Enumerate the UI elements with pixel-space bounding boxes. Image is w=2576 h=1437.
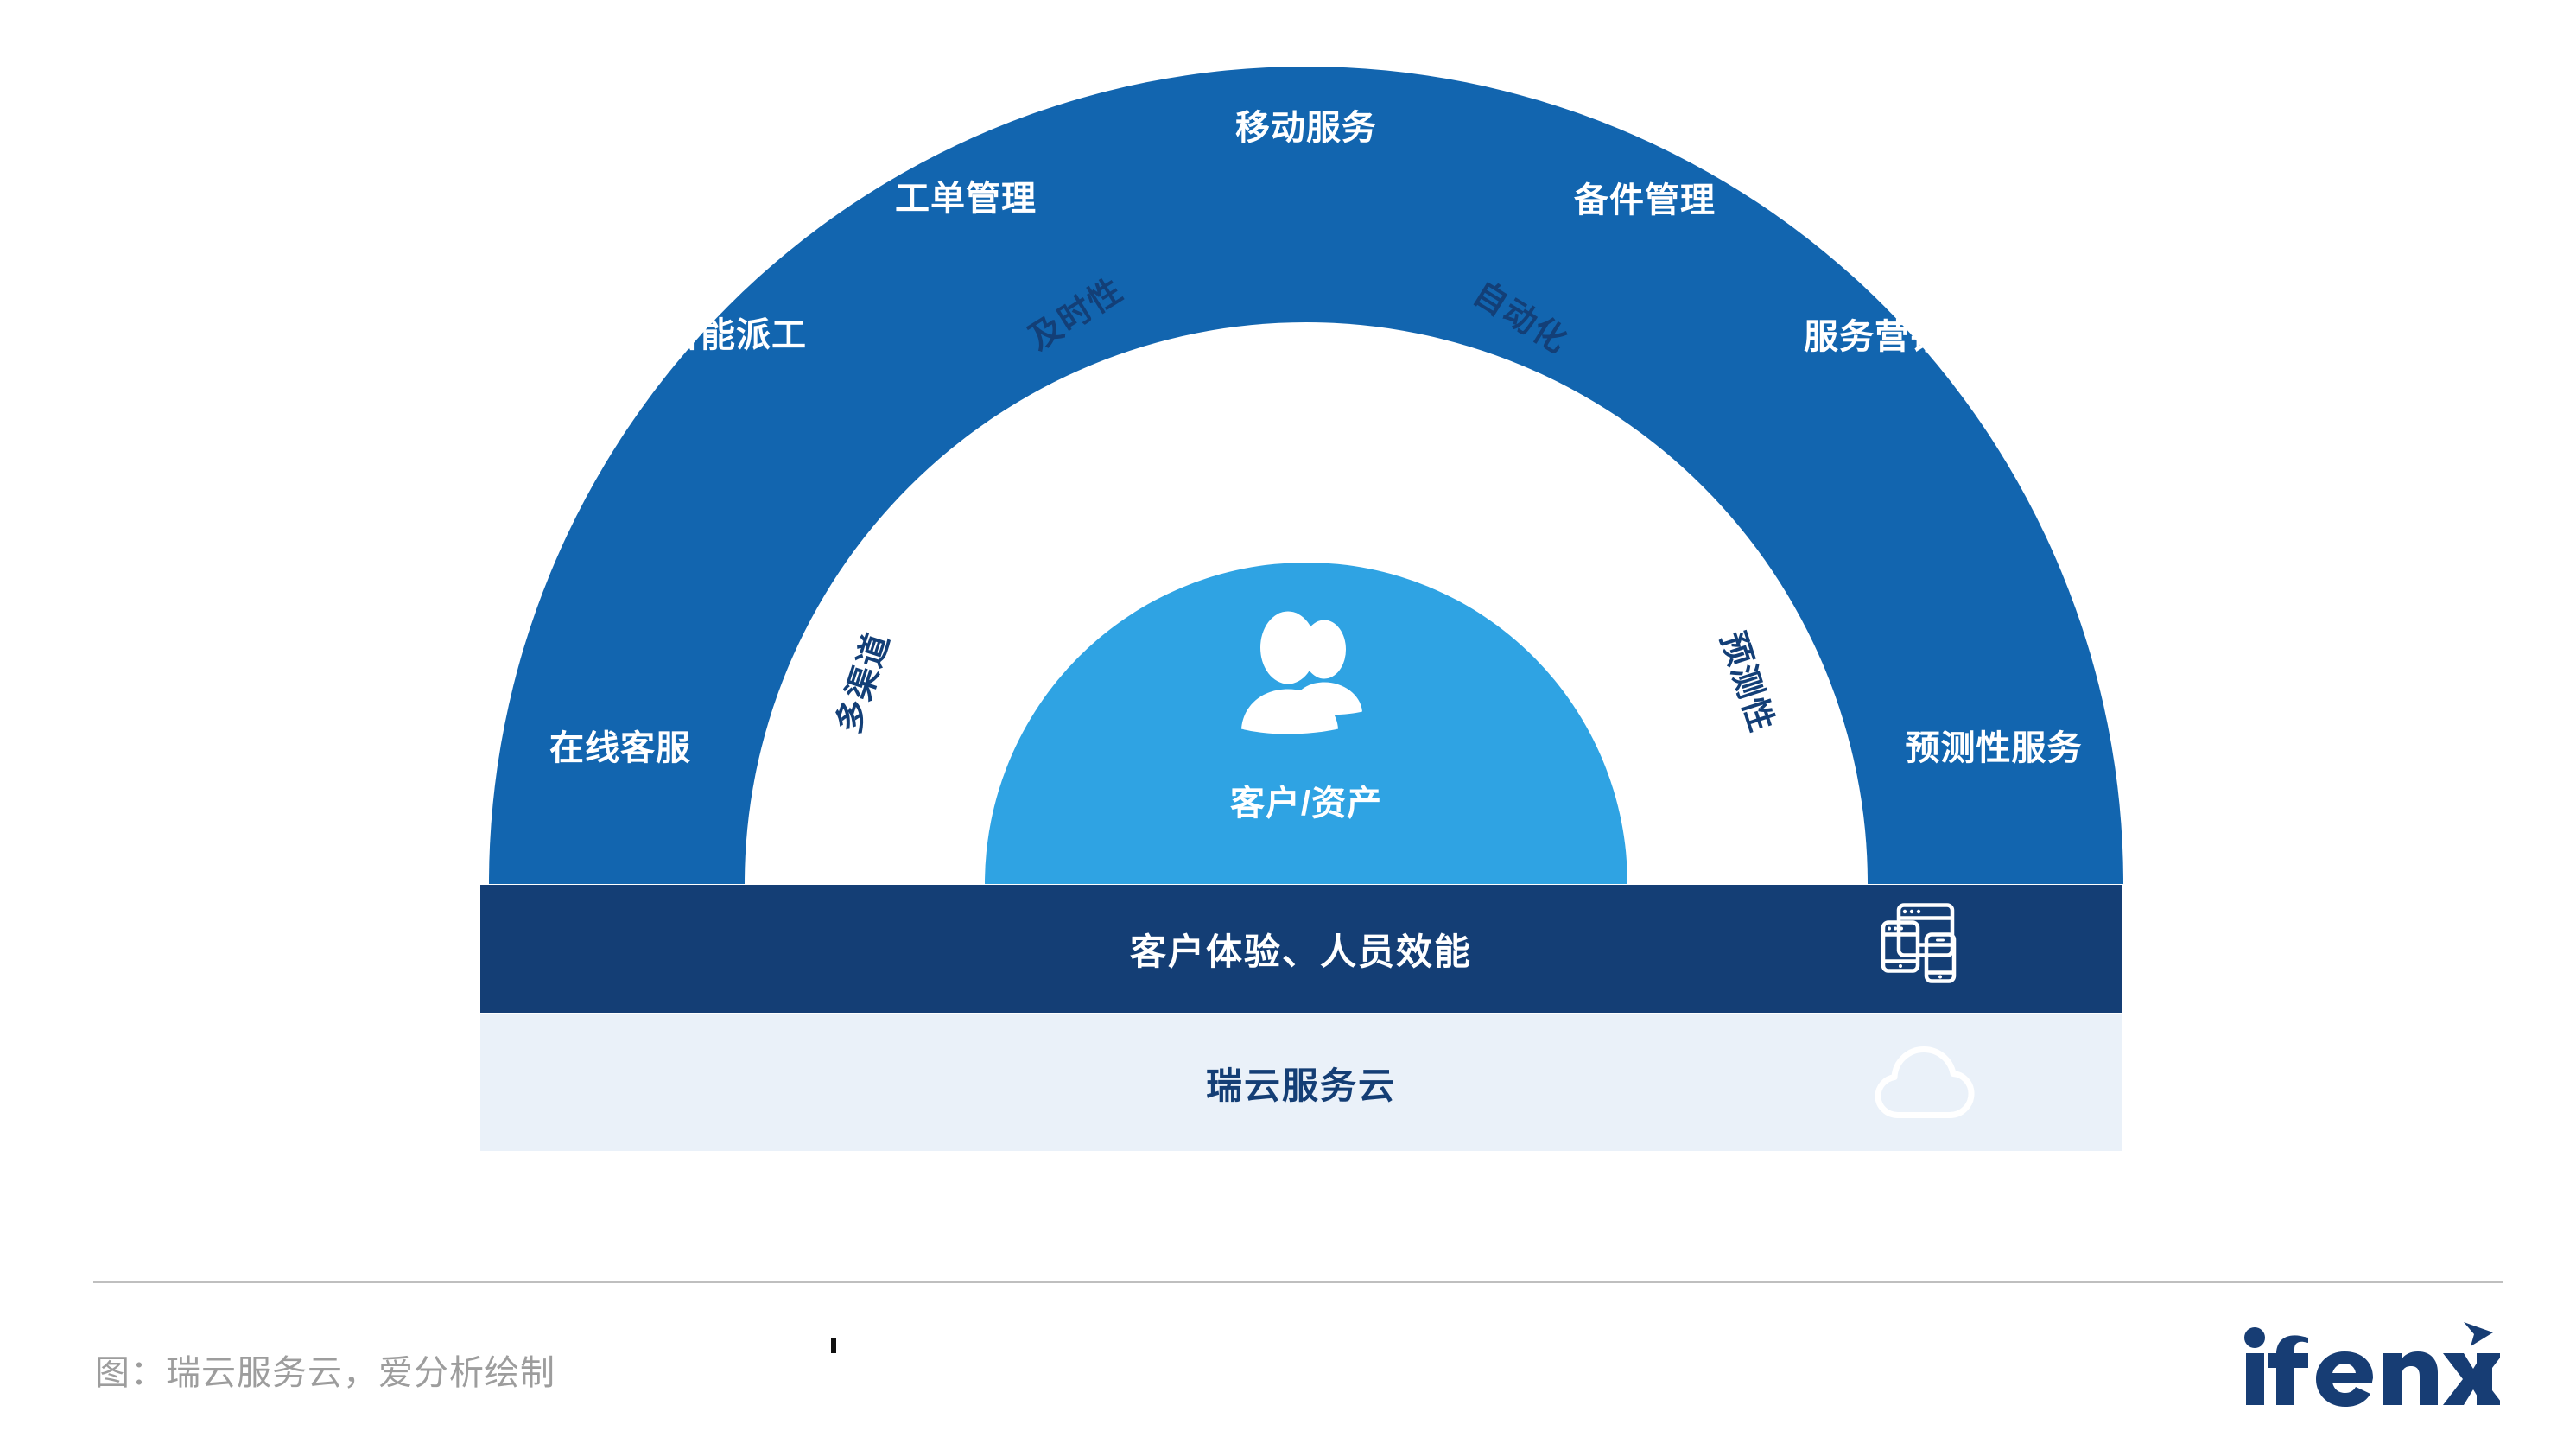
capability-bar-dark-label: 客户体验、人员效能 xyxy=(1129,931,1472,972)
outer-label-spare-parts-management: 备件管理 xyxy=(1574,181,1716,219)
users-icon-svg xyxy=(1241,611,1362,734)
outer-label-mobile-service: 移动服务 xyxy=(1235,109,1377,147)
capability-bar-light: 瑞云服务云 xyxy=(480,1014,2122,1151)
ifenxi-logo[interactable] xyxy=(2241,1320,2503,1418)
capability-bar-light-label: 瑞云服务云 xyxy=(1205,1065,1396,1106)
outer-label-work-order-management: 工单管理 xyxy=(895,180,1037,218)
cursor-caret xyxy=(831,1338,836,1353)
footer-divider xyxy=(93,1281,2503,1283)
outer-label-intelligent-dispatch: 智能派工 xyxy=(665,316,807,354)
cloud-icon-svg xyxy=(1875,1046,1975,1118)
core-label-customer-asset: 客户/资产 xyxy=(1229,785,1383,823)
multi-device-icon xyxy=(1876,902,1976,996)
outer-label-online-customer-service: 在线客服 xyxy=(549,729,691,767)
source-caption: 图：瑞云服务云，爱分析绘制 xyxy=(95,1354,555,1392)
capability-bar-dark: 客户体验、人员效能 xyxy=(480,885,2122,1013)
ifenxi-logo-svg xyxy=(2244,1322,2503,1407)
outer-label-service-marketing: 服务营销 xyxy=(1804,318,1945,356)
users-icon xyxy=(1224,611,1388,754)
cloud-icon xyxy=(1869,1041,1976,1125)
multi-device-icon-svg xyxy=(1881,903,1957,983)
outer-label-predictive-service: 预测性服务 xyxy=(1905,729,2083,767)
